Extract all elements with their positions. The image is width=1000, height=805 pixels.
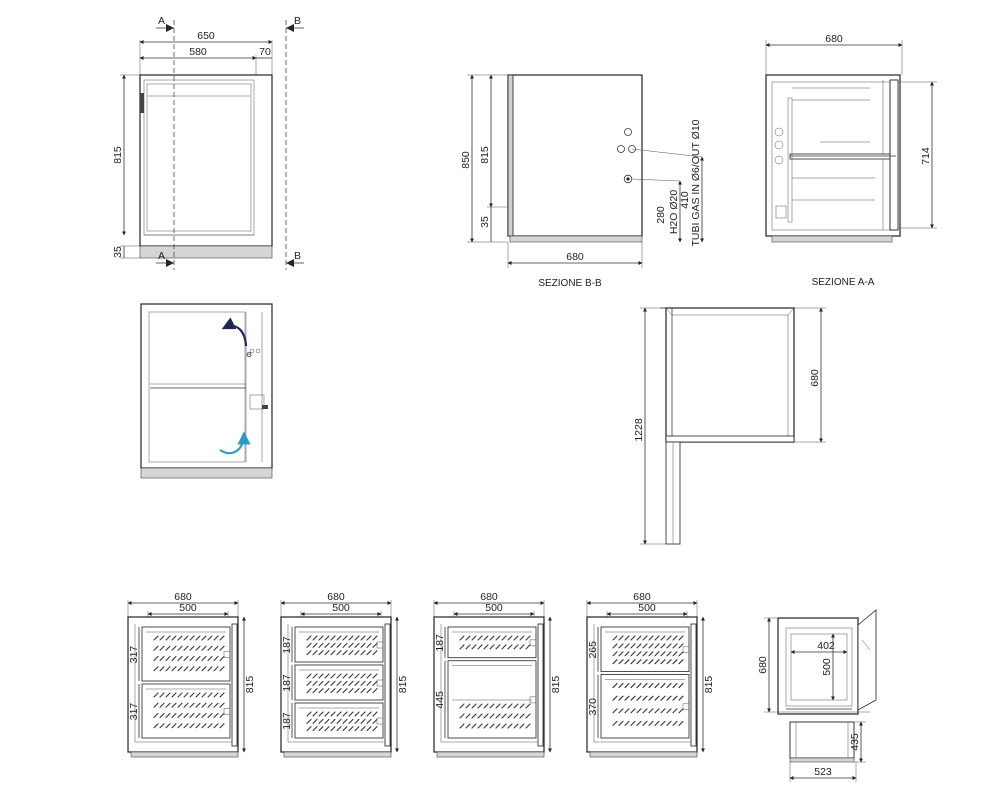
section-mark-b-bottom: B — [294, 250, 301, 262]
cold-airflow-arrow-icon — [221, 317, 248, 347]
detail-depth: 680 — [757, 656, 769, 674]
config-height: 815 — [397, 676, 409, 694]
config-inner-width: 500 — [332, 602, 350, 614]
section-height: 187 — [281, 636, 293, 654]
front-width-inner: 580 — [189, 46, 207, 58]
config-height: 815 — [703, 676, 715, 694]
section-height: 317 — [128, 646, 140, 664]
detail-extension: 435 — [849, 733, 861, 751]
section-height: 445 — [434, 691, 446, 709]
bb-height-body: 815 — [479, 146, 491, 164]
bb-height-total: 850 — [460, 151, 472, 169]
drawer-section: 187 — [281, 702, 384, 739]
plan-view: 680 1228 — [633, 307, 826, 545]
drawer-section: 187 — [281, 626, 384, 663]
warm-airflow-arrow-icon — [219, 431, 251, 455]
config-inner-width: 500 — [485, 602, 503, 614]
drawer-section: 187 — [281, 664, 384, 701]
section-aa-view: 680 714 SEZIONE A-A — [765, 33, 937, 288]
front-view: 650 580 70 815 35 A A — [112, 15, 304, 270]
drawer-section: 445 — [434, 660, 537, 739]
config-height: 815 — [244, 676, 256, 694]
front-side-depth: 70 — [259, 46, 271, 58]
bb-foot-height: 35 — [479, 216, 491, 228]
airflow-view: ⚙ — [140, 303, 273, 479]
config-width: 680 — [633, 591, 651, 603]
drawer-section: 370 — [587, 674, 690, 739]
drawer-section: 265 — [587, 626, 690, 672]
section-height: 317 — [128, 703, 140, 721]
plan-depth: 680 — [809, 369, 821, 387]
drawer-section: 187 — [434, 626, 537, 659]
section-bb-view: 850 815 35 280 H2O Ø20 410 TUBI GAS IN Ø… — [460, 74, 704, 289]
drawer-configurations: 6805008153173176805008151871871876805008… — [127, 591, 715, 758]
section-height: 187 — [281, 712, 293, 730]
config-width: 680 — [480, 591, 498, 603]
front-height: 815 — [112, 146, 124, 164]
aa-depth: 680 — [825, 33, 843, 45]
drawer-detail-view: 402 500 680 435 523 — [757, 609, 877, 782]
front-width-total: 650 — [197, 30, 215, 42]
section-height: 187 — [281, 674, 293, 692]
section-mark-b-top: B — [294, 15, 301, 27]
detail-bottom-width: 523 — [814, 766, 832, 778]
section-height: 265 — [587, 641, 599, 659]
drawer-section: 317 — [128, 626, 231, 682]
aa-height: 714 — [920, 147, 932, 165]
bb-h2o-height: 280 — [655, 206, 667, 224]
bb-h2o-label: H2O Ø20 — [668, 190, 680, 235]
front-foot-height: 35 — [112, 246, 124, 258]
control-panel-icon: ⚙ — [246, 351, 252, 359]
detail-inner-width: 402 — [817, 640, 835, 652]
bb-gas-height: 410 — [679, 191, 691, 209]
bb-depth: 680 — [566, 251, 584, 263]
config-inner-width: 500 — [179, 602, 197, 614]
section-height: 370 — [587, 698, 599, 716]
bb-caption: SEZIONE B-B — [538, 278, 602, 289]
config-width: 680 — [174, 591, 192, 603]
aa-caption: SEZIONE A-A — [812, 277, 875, 288]
section-mark-a-bottom: A — [158, 250, 165, 262]
drawer-section: 317 — [128, 683, 231, 739]
plan-total-depth: 1228 — [633, 418, 645, 442]
section-height: 187 — [434, 634, 446, 652]
bb-gas-label: TUBI GAS IN Ø6/OUT Ø10 — [690, 119, 702, 246]
section-mark-a-top: A — [158, 15, 165, 27]
config-inner-width: 500 — [638, 602, 656, 614]
config-width: 680 — [327, 591, 345, 603]
config-height: 815 — [550, 676, 562, 694]
detail-inner-depth: 500 — [821, 658, 833, 676]
